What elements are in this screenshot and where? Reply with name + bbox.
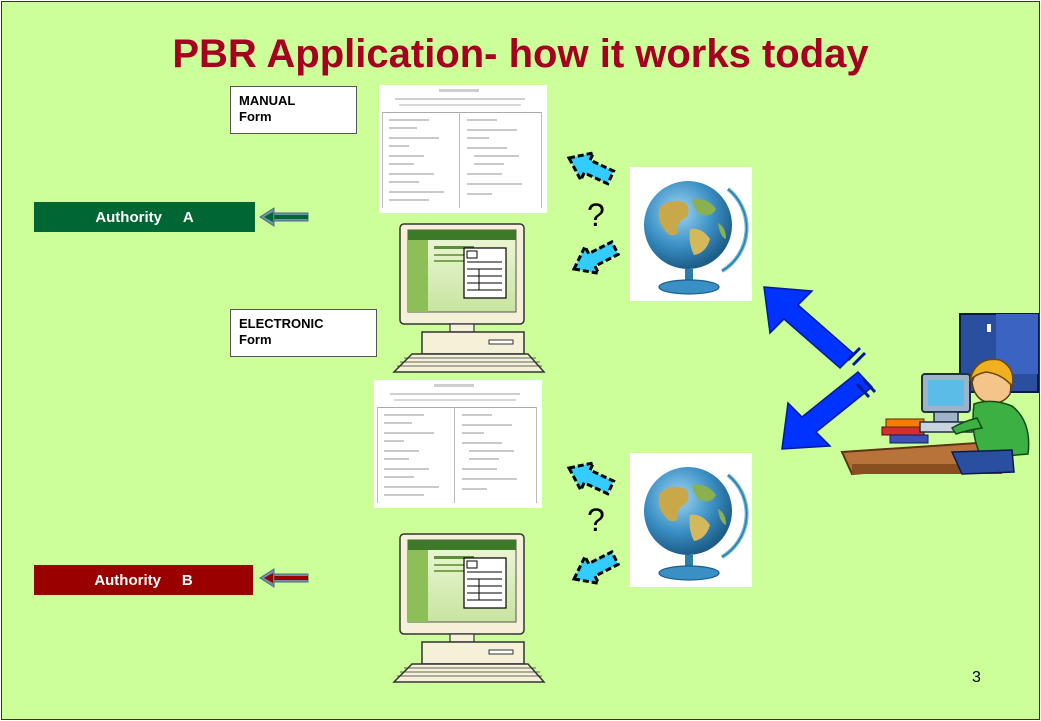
arrow-to-authority-a (259, 207, 309, 227)
electronic-form-label: ELECTRONIC Form (230, 309, 377, 357)
dashed-arrow-to-electronic-top (565, 233, 624, 284)
globe-icon-bottom (628, 451, 754, 589)
arrow-to-authority-b (259, 568, 309, 588)
computer-electronic-form-top (393, 223, 545, 373)
manual-form-label-line1: MANUAL (239, 93, 296, 108)
person-at-computer-icon (840, 313, 1039, 476)
globe-icon-top (628, 165, 754, 303)
slide-title: PBR Application- how it works today (172, 32, 869, 76)
authority-b-name: Authority (94, 571, 161, 589)
authority-a-box: Authority A (34, 202, 255, 232)
question-mark-top: ? (587, 197, 605, 233)
authority-b-letter: B (181, 571, 193, 589)
dashed-arrow-to-electronic-bottom (565, 543, 624, 594)
manual-form-document-top (379, 85, 547, 213)
dashed-arrow-to-manual-top (561, 142, 619, 193)
page-number: 3 (972, 669, 981, 686)
authority-a-letter: A (182, 208, 194, 226)
question-mark-bottom: ? (587, 502, 605, 538)
manual-form-label: MANUAL Form (230, 86, 357, 134)
manual-form-document-bottom (374, 380, 542, 508)
big-arrow-to-globe-bottom (781, 370, 877, 450)
electronic-form-label-line2: Form (239, 332, 272, 347)
computer-electronic-form-bottom (393, 533, 545, 683)
authority-a-name: Authority (95, 208, 162, 226)
authority-b-box: Authority B (34, 565, 253, 595)
dashed-arrow-to-manual-bottom (561, 452, 619, 503)
manual-form-label-line2: Form (239, 109, 272, 124)
big-arrow-to-globe-top (763, 286, 867, 370)
electronic-form-label-line1: ELECTRONIC (239, 316, 324, 331)
